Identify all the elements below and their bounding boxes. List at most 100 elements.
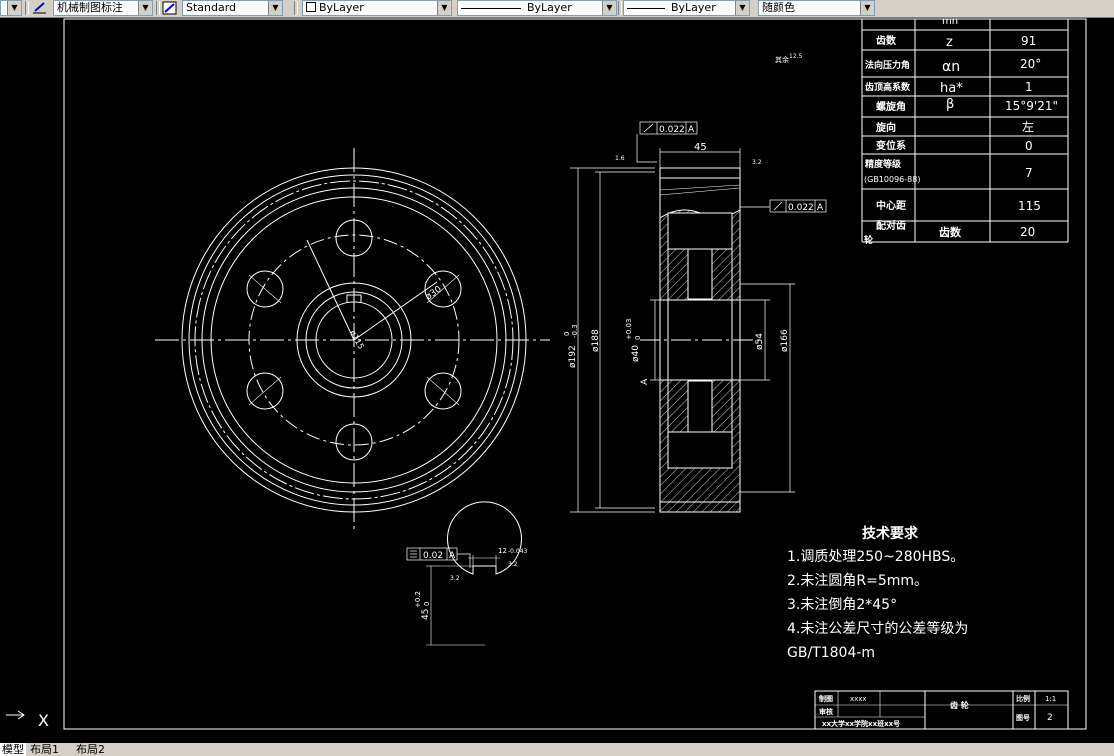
key-sym-datum: A	[449, 551, 456, 561]
textstyle-icon[interactable]	[162, 1, 177, 15]
chevron-down-icon: ▼	[138, 1, 152, 15]
gear-section-view	[640, 167, 760, 513]
bore-dia-tol-bot: 0	[634, 336, 642, 340]
runout-side-datum: A	[817, 203, 824, 213]
part-name: 齿 轮	[950, 700, 969, 710]
param-value-3: 15°9'21"	[1005, 99, 1058, 113]
param-label-4: 旋向	[875, 121, 896, 134]
runout-top-value: 0.022	[659, 125, 685, 135]
ucs-icon: X	[6, 710, 49, 730]
gear-parameter-text: mn 齿数 z 91 法向压力角 αn 20° 齿顶高系数 ha* 1 螺旋角 …	[864, 17, 1058, 246]
tab-layout2[interactable]: 布局2	[76, 743, 105, 756]
dia-166-dim: ø166	[780, 329, 790, 352]
layer-dropdown[interactable]: ByLayer ▼	[302, 0, 452, 16]
param-label-3: 螺旋角	[876, 100, 906, 113]
chevron-down-icon: ▼	[437, 1, 451, 15]
dimstyle-value: 机械制图标注	[57, 1, 123, 14]
roughness-b: 3.2	[752, 159, 762, 166]
leading-dropdown[interactable]: ▼	[0, 0, 22, 16]
keyway-text: 0.02 A 12 -0.043 3.2 3.2 45 +0.2 0	[414, 547, 528, 620]
gear-front-view: ø30 ø115	[155, 148, 550, 532]
param-label-6b: (GB10096-88)	[864, 175, 920, 184]
toolbar-separator	[294, 1, 298, 15]
lineweight-dropdown[interactable]: ByLayer ▼	[623, 0, 750, 16]
param-symbol-1: αn	[942, 59, 960, 75]
tab-model[interactable]: 模型	[0, 743, 26, 756]
runout-top-datum: A	[688, 125, 695, 135]
toolbar-separator	[25, 1, 29, 15]
check-label: 审核	[819, 707, 833, 716]
tech-item-2: 2.未注圆角R=5mm。	[787, 573, 928, 589]
color-dropdown[interactable]: 随颜色 ▼	[758, 0, 875, 16]
param-value-4: 左	[1022, 119, 1034, 134]
title-block-text: 制图 xxxx 审核 齿 轮 比例 1:1 图号 2 xx大学xx学院xx班xx…	[819, 694, 1056, 728]
sheet-label: 图号	[1016, 713, 1030, 722]
draw-label: 制图	[819, 694, 833, 703]
param-label-6: 精度等级	[865, 158, 902, 170]
textstyle-dropdown[interactable]: Standard ▼	[182, 0, 283, 16]
param-value-8: 20	[1020, 225, 1035, 239]
key-depth-tol-top: +0.2	[414, 591, 422, 608]
param-symbol-2: ha*	[940, 81, 963, 96]
param-symbol-0: z	[946, 35, 953, 50]
key-width-dim: 12	[498, 547, 507, 555]
bore-datum-label: A	[640, 378, 650, 385]
tech-item-5: GB/T1804-m	[787, 645, 875, 661]
param-value-1: 20°	[1020, 57, 1041, 71]
roughness-main: 12.5	[789, 53, 803, 60]
param-value-2: 1	[1025, 80, 1033, 94]
chevron-down-icon: ▼	[7, 1, 21, 15]
param-label-1: 法向压力角	[865, 59, 910, 71]
lineweight-sample-icon	[627, 7, 665, 9]
dimstyle-icon[interactable]	[32, 1, 47, 15]
param-value-0: 91	[1021, 34, 1036, 48]
section-dimensions	[570, 121, 827, 513]
param-value-6: 7	[1025, 166, 1033, 180]
tech-title: 技术要求	[862, 525, 919, 542]
param-label-8: 配对齿	[876, 219, 906, 232]
param-value-5: 0	[1025, 139, 1033, 153]
key-sym-value: 0.02	[423, 551, 443, 561]
roughness-a: 1.6	[615, 155, 625, 162]
drawing-frame	[63, 18, 1087, 730]
key-depth-dim: 45	[421, 609, 431, 620]
param-label-7: 中心距	[876, 199, 906, 212]
lightening-holes	[246, 219, 462, 461]
tab-layout1[interactable]: 布局1	[30, 743, 59, 756]
scale-value: 1:1	[1045, 695, 1056, 703]
draw-value: xxxx	[850, 695, 867, 703]
chevron-down-icon: ▼	[860, 1, 874, 15]
runout-side-value: 0.022	[788, 203, 814, 213]
drawing-canvas[interactable]: ø30 ø115	[0, 17, 1114, 743]
keyway-detail	[406, 501, 522, 646]
roughness-note: 其余	[775, 55, 789, 64]
param-value-7: 115	[1018, 199, 1041, 213]
key-width-tol: -0.043	[508, 548, 528, 555]
toolbar-separator	[618, 1, 622, 15]
properties-toolbar: ▼ 机械制图标注 ▼ Standard ▼ ByLayer ▼ ByLayer …	[0, 0, 1114, 18]
linetype-dropdown[interactable]: ByLayer ▼	[457, 0, 617, 16]
tech-item-4: 4.未注公差尺寸的公差等级为	[787, 620, 968, 637]
color-swatch-icon	[306, 2, 316, 12]
school-name: xx大学xx学院xx班xx号	[822, 719, 900, 728]
toolbar-separator	[156, 1, 160, 15]
dimstyle-dropdown[interactable]: 机械制图标注 ▼	[53, 0, 153, 16]
tip-dia-tol-bot: -0.3	[571, 324, 579, 338]
tip-dia-dim: ø192	[568, 345, 578, 368]
color-value: 随颜色	[762, 1, 795, 14]
tech-item-1: 1.调质处理250~280HBS。	[787, 549, 964, 565]
linetype-value: ByLayer	[527, 1, 572, 14]
dia-54-dim: ø54	[755, 333, 765, 350]
chevron-down-icon: ▼	[268, 1, 282, 15]
param-label-0: 齿数	[876, 34, 897, 47]
bore-dia-dim: ø40	[631, 345, 641, 362]
dia-188-dim: ø188	[591, 329, 601, 352]
linetype-sample-icon	[461, 7, 521, 9]
technical-requirements: 技术要求 1.调质处理250~280HBS。 2.未注圆角R=5mm。 3.未注…	[787, 525, 968, 661]
scale-label: 比例	[1016, 694, 1030, 703]
chevron-down-icon: ▼	[602, 1, 616, 15]
key-depth-tol-bot: 0	[423, 602, 431, 606]
tech-item-3: 3.未注倒角2*45°	[787, 597, 897, 613]
bore-dia-tol-top: +0.03	[625, 319, 633, 340]
layout-tabs: 模型 布局1 布局2	[0, 743, 1114, 756]
